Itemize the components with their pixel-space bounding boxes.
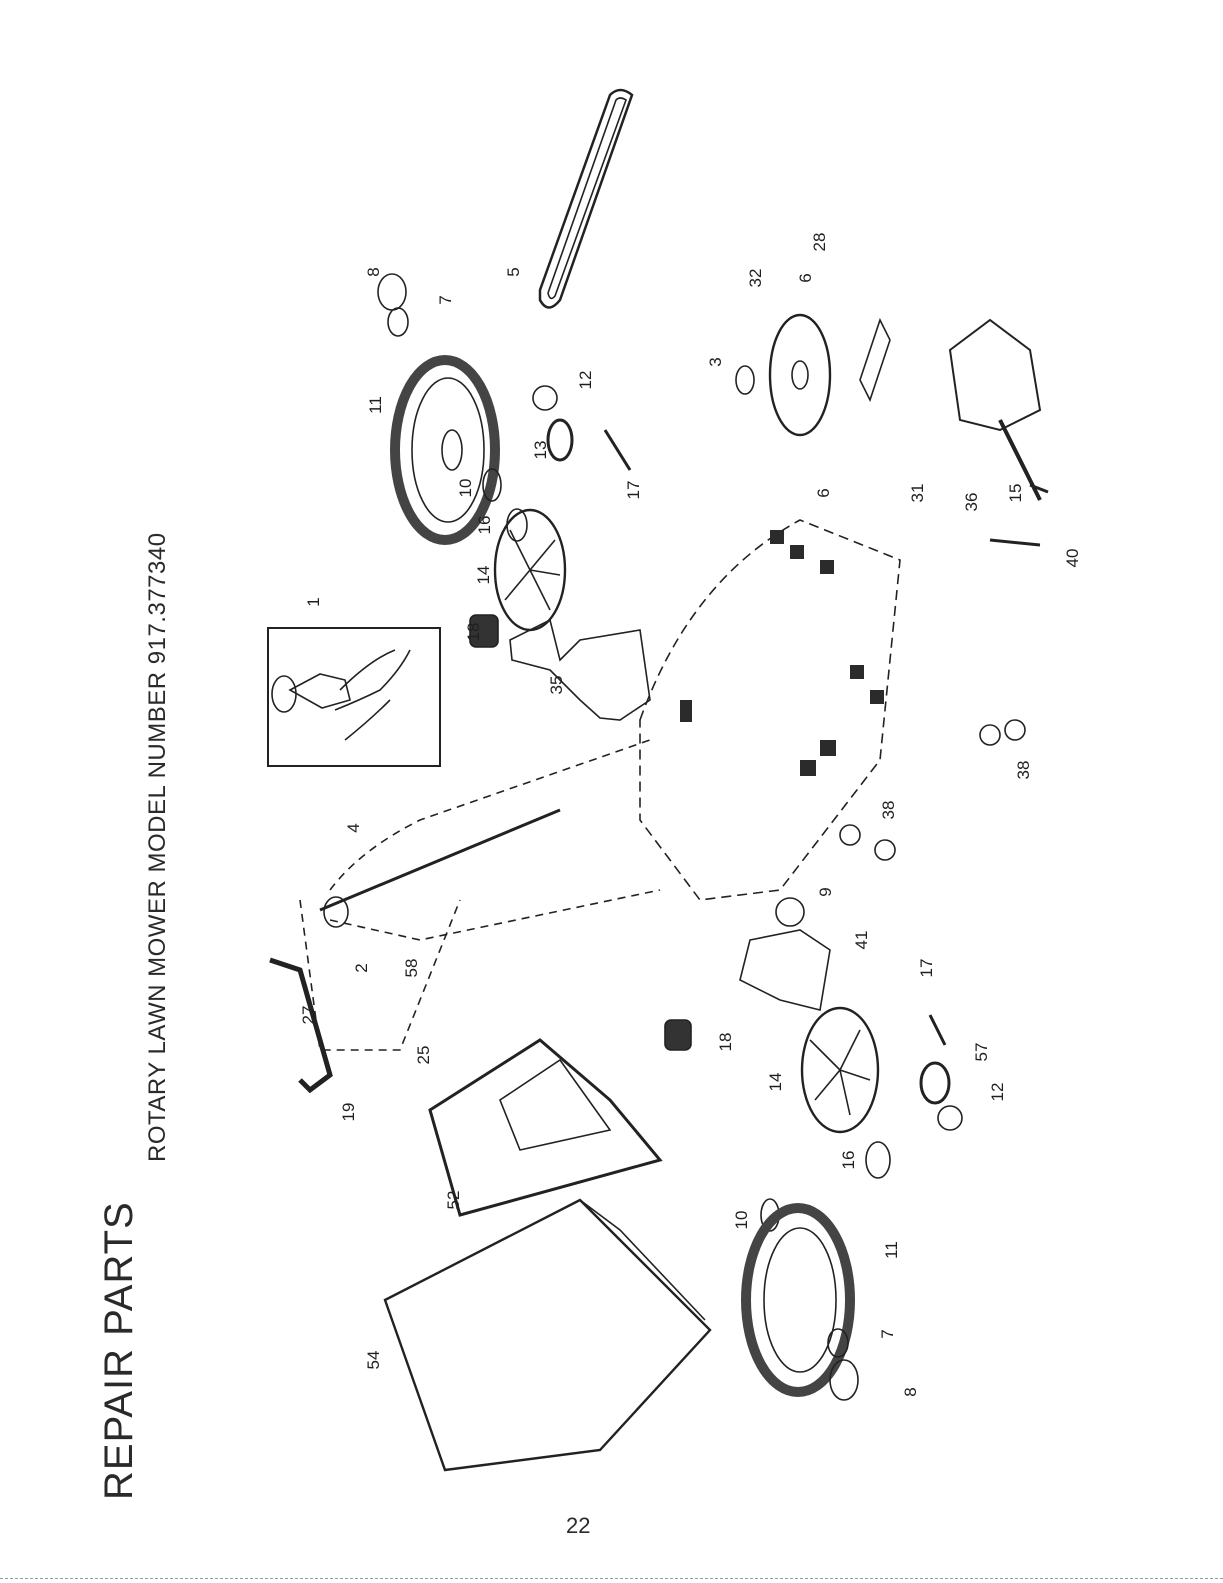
transmission-36 bbox=[950, 320, 1040, 500]
callout-27: 27 bbox=[299, 1001, 319, 1029]
height-adjuster-35 bbox=[510, 620, 650, 720]
callout-36: 36 bbox=[962, 488, 982, 516]
callout-25: 25 bbox=[414, 1041, 434, 1069]
clip-12-bottom bbox=[938, 1106, 962, 1130]
control-lever-2 bbox=[324, 897, 348, 927]
washer-16-bottom bbox=[866, 1142, 890, 1178]
shift-lever-28 bbox=[860, 320, 890, 400]
nut-38-b bbox=[875, 840, 895, 860]
washer-7-top bbox=[388, 308, 408, 336]
callout-12: 12 bbox=[576, 366, 596, 394]
callout-18: 18 bbox=[464, 618, 484, 646]
belt bbox=[540, 90, 632, 308]
spring-40 bbox=[990, 540, 1040, 545]
callout-11: 11 bbox=[366, 391, 386, 419]
nut-38-c bbox=[980, 725, 1000, 745]
callout-58: 58 bbox=[402, 954, 422, 982]
callout-4: 4 bbox=[344, 814, 364, 842]
callout-38: 38 bbox=[879, 796, 899, 824]
callout-11: 11 bbox=[882, 1236, 902, 1264]
bag-frame-52 bbox=[430, 1040, 660, 1215]
callout-15: 15 bbox=[1006, 479, 1026, 507]
page-bottom-rule bbox=[0, 1578, 1223, 1581]
hubcap-8-bottom bbox=[830, 1360, 858, 1400]
inset-cable-assembly bbox=[268, 628, 440, 766]
nut-3 bbox=[736, 366, 754, 394]
callout-2: 2 bbox=[352, 954, 372, 982]
callout-41: 41 bbox=[852, 926, 872, 954]
callout-17: 17 bbox=[624, 476, 644, 504]
callout-3: 3 bbox=[706, 348, 726, 376]
callout-13: 13 bbox=[531, 436, 551, 464]
callout-5: 5 bbox=[504, 258, 524, 286]
callout-14: 14 bbox=[474, 561, 494, 589]
callout-35: 35 bbox=[547, 671, 567, 699]
callout-31: 31 bbox=[908, 479, 928, 507]
callout-9: 9 bbox=[816, 878, 836, 906]
callout-10: 10 bbox=[456, 474, 476, 502]
deck-shading bbox=[680, 530, 884, 776]
nut-38-d bbox=[1005, 720, 1025, 740]
callout-54: 54 bbox=[364, 1346, 384, 1374]
callout-16: 16 bbox=[839, 1146, 859, 1174]
callout-8: 8 bbox=[901, 1378, 921, 1406]
height-adjuster-41 bbox=[740, 930, 830, 1010]
clip-12-top bbox=[533, 386, 557, 410]
pulley-32 bbox=[770, 315, 830, 435]
callout-6: 6 bbox=[796, 264, 816, 292]
callout-57: 57 bbox=[972, 1038, 992, 1066]
pinion-57 bbox=[921, 1063, 949, 1103]
pinion-13-top bbox=[548, 420, 572, 460]
callout-10: 10 bbox=[732, 1206, 752, 1234]
callout-32: 32 bbox=[746, 264, 766, 292]
callout-14: 14 bbox=[766, 1068, 786, 1096]
callout-16: 16 bbox=[475, 511, 495, 539]
drive-plate-14-top bbox=[495, 510, 565, 630]
callout-17: 17 bbox=[917, 954, 937, 982]
callout-40: 40 bbox=[1063, 544, 1083, 572]
nut-38-a bbox=[840, 825, 860, 845]
callout-6: 6 bbox=[814, 479, 834, 507]
washer-9 bbox=[776, 898, 804, 926]
pin-17-top bbox=[605, 430, 630, 470]
callout-38: 38 bbox=[1014, 756, 1034, 784]
pin-17-bottom bbox=[930, 1015, 945, 1045]
callout-28: 28 bbox=[810, 228, 830, 256]
callout-19: 19 bbox=[339, 1098, 359, 1126]
callout-8: 8 bbox=[364, 258, 384, 286]
callout-52: 52 bbox=[444, 1186, 464, 1214]
callout-7: 7 bbox=[878, 1320, 898, 1348]
drive-plate-14-bottom bbox=[802, 1008, 878, 1132]
mower-deck bbox=[640, 520, 900, 900]
callout-7: 7 bbox=[436, 286, 456, 314]
callout-18: 18 bbox=[716, 1028, 736, 1056]
grass-bag-54 bbox=[385, 1200, 710, 1470]
callout-12: 12 bbox=[988, 1078, 1008, 1106]
cover-18-bottom bbox=[665, 1020, 691, 1050]
callout-1: 1 bbox=[304, 588, 324, 616]
